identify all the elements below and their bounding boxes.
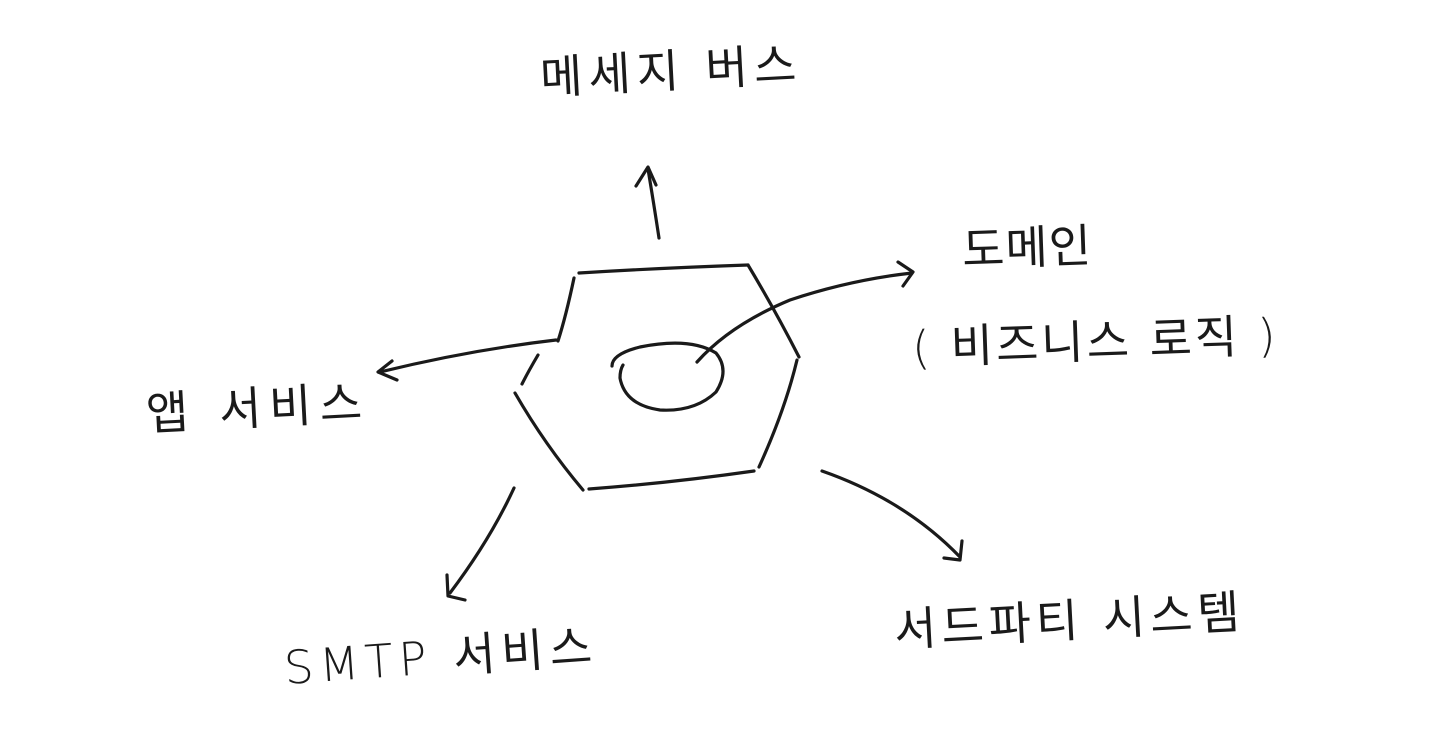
arrow-to-domain <box>695 260 915 364</box>
hexagon-lower-right-edge <box>757 358 799 469</box>
hexagon-left-stub <box>520 353 540 386</box>
domain-label: 도메인 <box>961 218 1093 277</box>
hexagon-lower-left-edge <box>513 391 585 492</box>
arrow-to-message-bus <box>634 165 661 240</box>
hexagon-bottom-edge <box>587 469 756 491</box>
app-service-label: 앱 서비스 <box>144 375 372 441</box>
domain-core-circle <box>610 341 725 412</box>
arrow-to-third-party <box>820 469 964 562</box>
message-bus-label: 메세지 버스 <box>538 37 804 105</box>
hexagon-upper-left-edge <box>556 276 576 343</box>
arrow-to-app-service <box>376 338 558 382</box>
hexagon-shape <box>513 263 801 492</box>
arrow-to-smtp-service <box>445 486 516 602</box>
hexagon-top-edge <box>577 263 750 275</box>
domain-subtitle-label: ( 비즈니스 로직 ) <box>911 308 1280 375</box>
hexagon-upper-right-edge <box>746 263 801 359</box>
